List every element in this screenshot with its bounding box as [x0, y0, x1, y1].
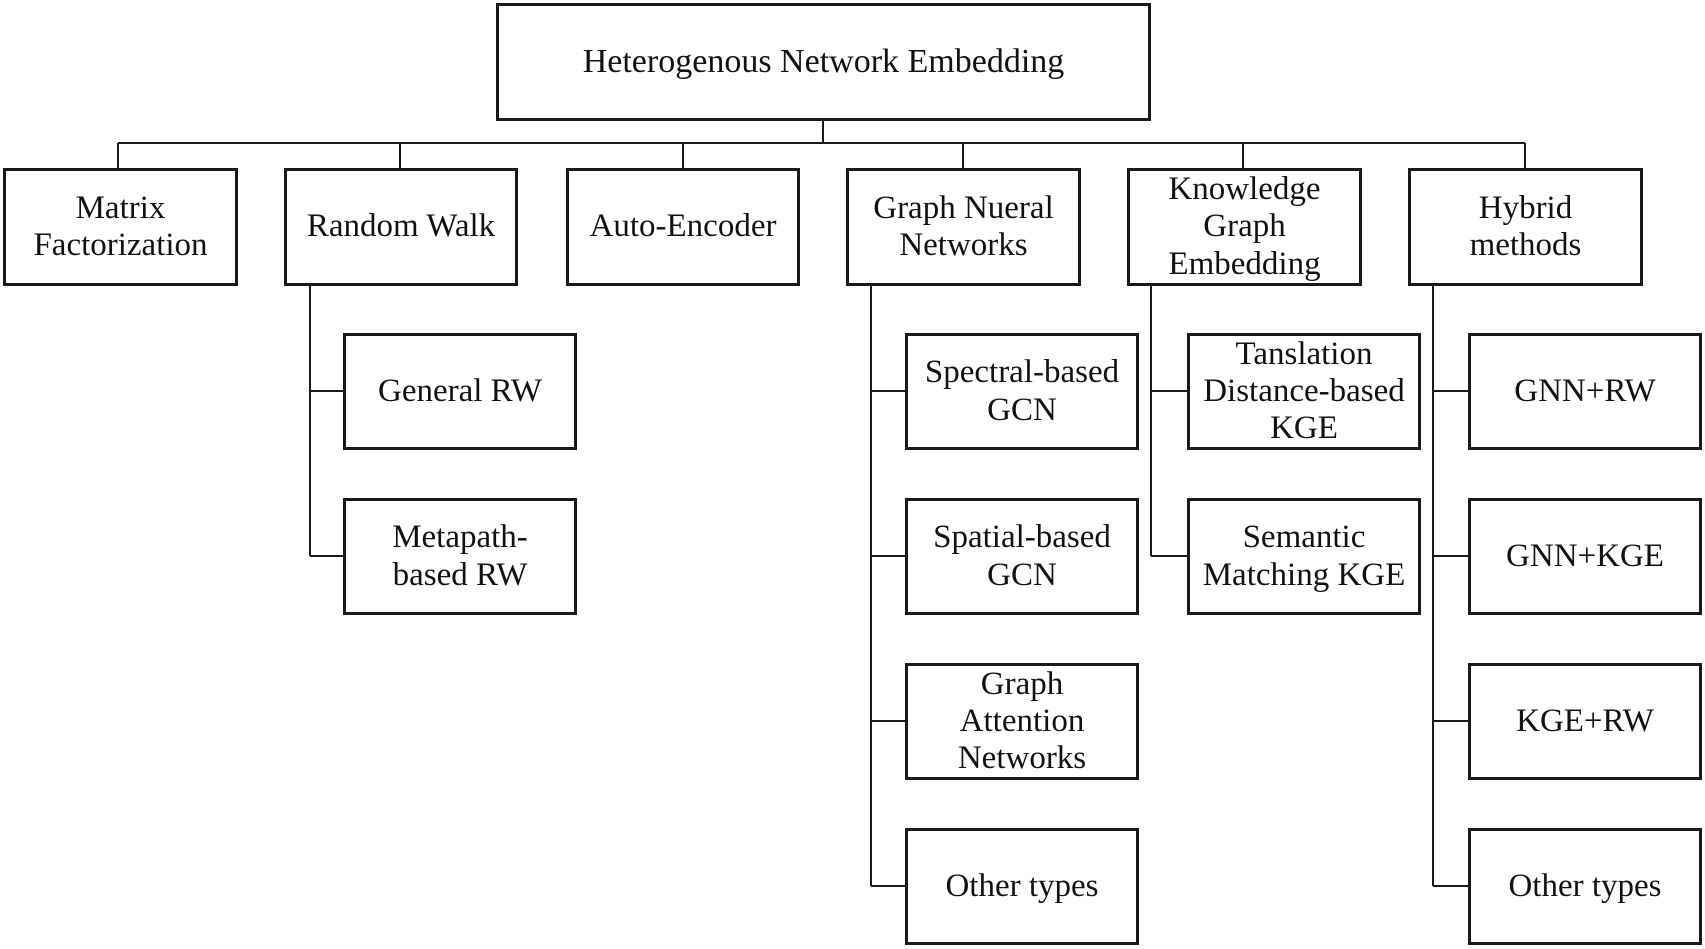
subnode-semantic-matching-kge: Semantic Matching KGE	[1187, 498, 1421, 615]
category-label: Auto-Encoder	[589, 208, 777, 245]
subnode-kge-rw: KGE+RW	[1468, 663, 1702, 780]
subnode-label: Metapath- based RW	[392, 519, 528, 593]
subnode-gnn-kge: GNN+KGE	[1468, 498, 1702, 615]
subnode-label: Spectral-based GCN	[924, 354, 1120, 428]
subnode-spectral-based-gcn: Spectral-based GCN	[905, 333, 1139, 450]
subnode-graph-attention-networks: Graph Attention Networks	[905, 663, 1139, 780]
category-graph-neural-networks: Graph Nueral Networks	[846, 168, 1081, 286]
category-random-walk: Random Walk	[284, 168, 518, 286]
subnode-translation-distance-kge: Tanslation Distance-based KGE	[1187, 333, 1421, 450]
category-label: Graph Nueral Networks	[873, 189, 1054, 263]
subnode-label: Other types	[945, 867, 1099, 904]
subnode-metapath-based-rw: Metapath- based RW	[343, 498, 577, 615]
subnode-gnn-rw: GNN+RW	[1468, 333, 1702, 450]
root-label: Heterogenous Network Embedding	[582, 42, 1065, 80]
subnode-gnn-other-types: Other types	[905, 828, 1139, 945]
subnode-label: Other types	[1508, 867, 1662, 904]
subnode-label: Graph Attention Networks	[957, 665, 1087, 777]
category-label: Knowledge Graph Embedding	[1168, 171, 1321, 282]
category-hybrid-methods: Hybrid methods	[1408, 168, 1643, 286]
category-auto-encoder: Auto-Encoder	[566, 168, 800, 286]
category-knowledge-graph-embedding: Knowledge Graph Embedding	[1127, 168, 1362, 286]
subnode-hybrid-other-types: Other types	[1468, 828, 1702, 945]
subnode-label: Tanslation Distance-based KGE	[1203, 335, 1405, 447]
category-label: Random Walk	[306, 208, 496, 245]
category-label: Matrix Factorization	[33, 189, 208, 263]
subnode-label: KGE+RW	[1516, 702, 1654, 739]
subnode-label: Semantic Matching KGE	[1202, 519, 1406, 593]
subnode-spatial-based-gcn: Spatial-based GCN	[905, 498, 1139, 615]
subnode-label: GNN+KGE	[1506, 537, 1664, 574]
category-matrix-factorization: Matrix Factorization	[3, 168, 238, 286]
root-node: Heterogenous Network Embedding	[496, 3, 1151, 121]
subnode-label: GNN+RW	[1514, 372, 1656, 409]
subnode-label: Spatial-based GCN	[933, 519, 1111, 593]
category-label: Hybrid methods	[1469, 189, 1582, 263]
subnode-general-rw: General RW	[343, 333, 577, 450]
subnode-label: General RW	[377, 372, 543, 409]
